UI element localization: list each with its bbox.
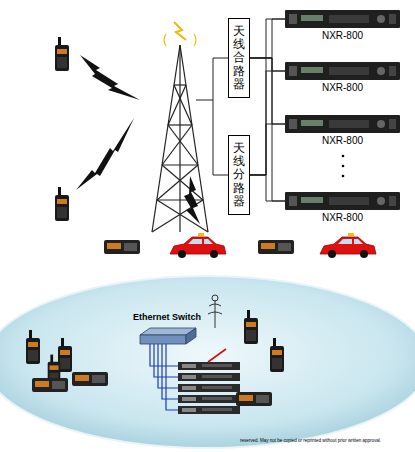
feed-line — [250, 19, 285, 175]
model-label: NXR-800 — [285, 30, 400, 41]
repeater-icon — [285, 62, 400, 80]
copyright-note: reserved. May not be copied or reprinted… — [240, 438, 381, 443]
antenna-unit-box: 天线合路器 — [228, 18, 250, 98]
unit-label: 天线分路器 — [233, 142, 245, 208]
repeater-icon — [285, 115, 400, 133]
model-label: NXR-800 — [285, 135, 400, 146]
model-label: NXR-800 — [285, 212, 400, 223]
repeater-icon — [285, 10, 400, 28]
unit-label: 天线合路器 — [233, 25, 245, 91]
feed-line — [250, 19, 285, 58]
feed-line — [250, 58, 285, 124]
feed-line — [250, 58, 285, 71]
switch-label: Ethernet Switch — [133, 312, 201, 322]
feed-line — [250, 58, 285, 201]
repeater: NXR-800 — [285, 192, 400, 223]
repeater: NXR-800 — [285, 10, 400, 41]
repeater: NXR-800 — [285, 62, 400, 93]
feed-line — [250, 175, 285, 201]
feed-line — [250, 71, 285, 175]
feed-line — [250, 124, 285, 175]
repeater: NXR-800 — [285, 115, 400, 146]
model-label: NXR-800 — [285, 82, 400, 93]
antenna-unit-box: 天线分路器 — [228, 135, 250, 215]
repeater-icon — [285, 192, 400, 210]
